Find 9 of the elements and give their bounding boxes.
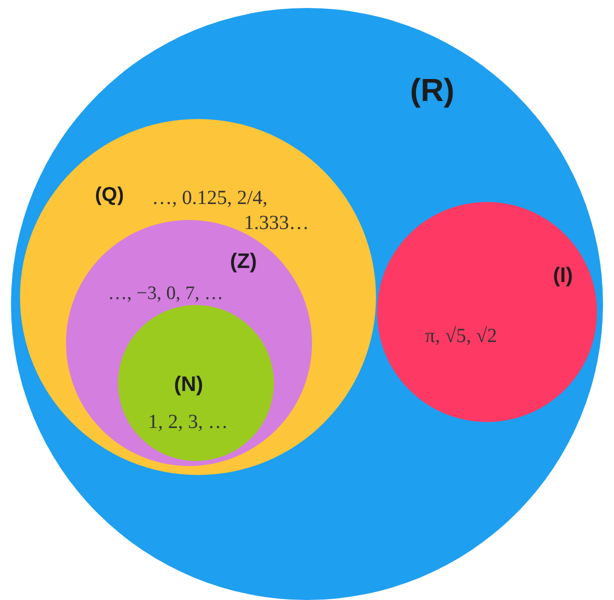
set-symbol: (Z)	[230, 250, 257, 274]
example-numbers: 1, 2, 3, …	[148, 410, 229, 435]
example-numbers: …, −3, 0, 7, …	[108, 282, 224, 306]
example-numbers: π, √5, √2	[425, 324, 498, 349]
set-symbol: (Q)	[95, 184, 124, 207]
set-symbol: (I)	[553, 264, 573, 288]
set-symbol: (N)	[174, 373, 204, 398]
example-numbers: …, 0.125, 2/4, 1.333…	[152, 186, 310, 236]
set-symbol: (R)	[410, 72, 454, 109]
